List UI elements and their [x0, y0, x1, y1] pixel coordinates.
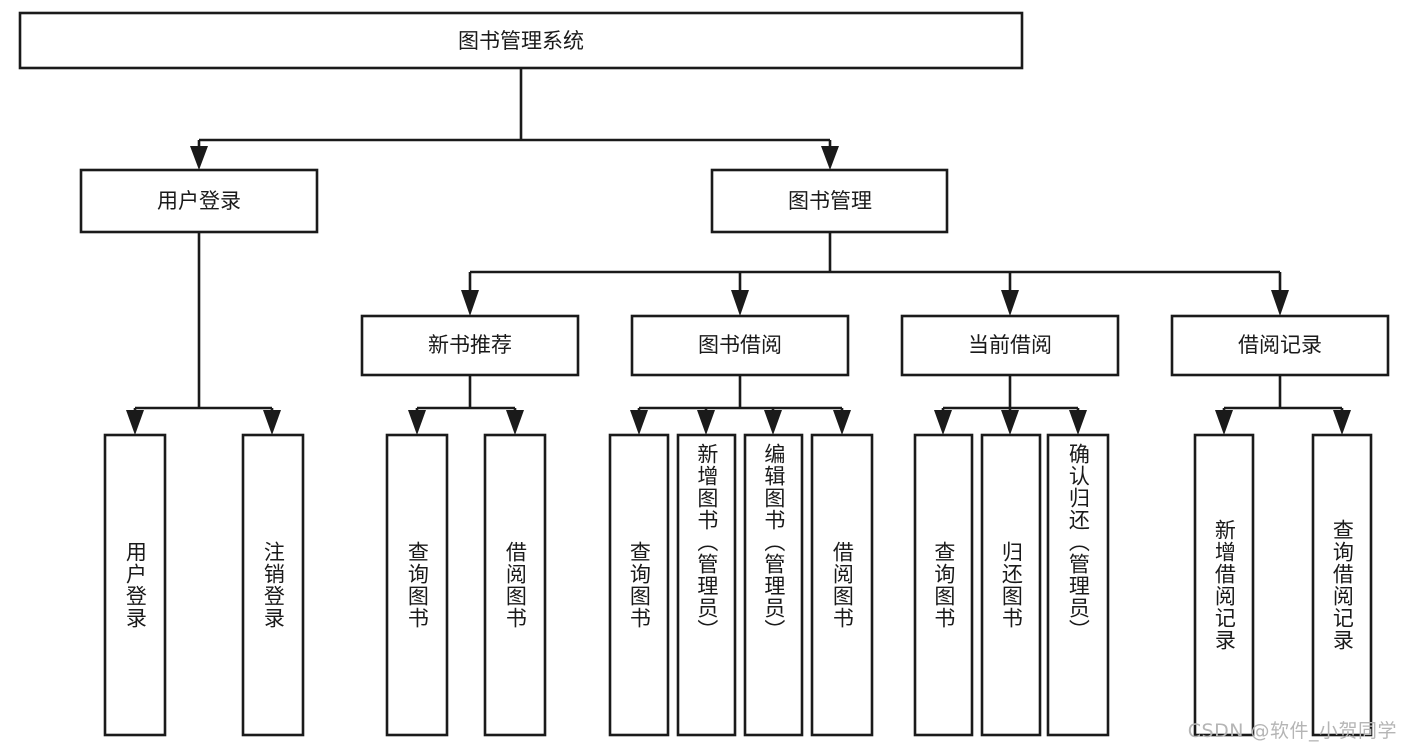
node-current-borrow[interactable]: 当前借阅 [900, 314, 1120, 377]
connector-group-book-borrow [630, 375, 851, 435]
arrow-leaf-add-book-admin [697, 410, 715, 435]
leaf-query-book-rec-rect[interactable] [385, 433, 449, 737]
leaf-confirm-return-admin-rect[interactable] [1046, 433, 1110, 737]
node-root-label: 图书管理系统 [458, 29, 584, 53]
leaf-add-borrow-record-rect[interactable] [1193, 433, 1255, 737]
leaf-logout-rect[interactable] [241, 433, 305, 737]
arrow-borrow-record [1271, 290, 1289, 316]
node-user-login-rect[interactable] [79, 168, 319, 234]
connector-group-current-borrow [934, 375, 1087, 435]
csdn-watermark: CSDN @软件_小贺同学 [1187, 720, 1397, 742]
node-book-borrow[interactable]: 图书借阅 [630, 314, 850, 377]
leaf-borrow-book-rect[interactable] [810, 433, 874, 737]
arrow-new-book-recommend [461, 290, 479, 316]
connector-group-borrow-record [1215, 375, 1351, 435]
node-root[interactable]: 图书管理系统 [18, 11, 1024, 70]
connector-group-root [190, 68, 839, 170]
node-current-borrow-label: 当前借阅 [968, 333, 1052, 357]
node-root-rect[interactable] [18, 11, 1024, 70]
node-book-management-label: 图书管理 [788, 189, 872, 213]
node-new-book-recommend[interactable]: 新书推荐 [360, 314, 580, 377]
arrow-leaf-borrow-book [833, 410, 851, 435]
arrow-leaf-return-book [1001, 410, 1019, 435]
arrow-leaf-logout [263, 410, 281, 435]
node-new-book-recommend-label: 新书推荐 [428, 333, 512, 357]
node-book-borrow-label: 图书借阅 [698, 333, 782, 357]
arrow-book-management [821, 146, 839, 170]
arrow-current-borrow [1001, 290, 1019, 316]
arrow-leaf-confirm-return-admin [1069, 410, 1087, 435]
leaf-add-book-admin-rect[interactable] [676, 433, 737, 737]
leaf-return-book-rect[interactable] [980, 433, 1042, 737]
node-book-management-rect[interactable] [710, 168, 949, 234]
leaf-borrow-book-rec-rect[interactable] [483, 433, 547, 737]
leaf-boxes [103, 433, 1373, 737]
leaf-edit-book-admin-rect[interactable] [743, 433, 804, 737]
leaf-user-login-rect[interactable] [103, 433, 167, 737]
node-borrow-record[interactable]: 借阅记录 [1170, 314, 1390, 377]
leaf-query-book-current-rect[interactable] [913, 433, 974, 737]
leaf-query-book-borrow-rect[interactable] [608, 433, 670, 737]
connector-group-user-login [126, 232, 281, 435]
arrow-leaf-query-book-borrow [630, 410, 648, 435]
node-borrow-record-rect[interactable] [1170, 314, 1390, 377]
node-current-borrow-rect[interactable] [900, 314, 1120, 377]
connector-group-book-management [461, 232, 1289, 316]
arrow-leaf-query-book-rec [408, 410, 426, 435]
node-user-login-label: 用户登录 [157, 189, 241, 213]
arrow-leaf-user-login [126, 410, 144, 435]
arrow-leaf-borrow-book-rec [506, 410, 524, 435]
node-new-book-recommend-rect[interactable] [360, 314, 580, 377]
arrow-leaf-edit-book-admin [764, 410, 782, 435]
node-user-login[interactable]: 用户登录 [79, 168, 319, 234]
node-book-borrow-rect[interactable] [630, 314, 850, 377]
node-book-management[interactable]: 图书管理 [710, 168, 949, 234]
arrow-user-login [190, 146, 208, 170]
arrow-leaf-add-borrow-record [1215, 410, 1233, 435]
arrow-leaf-query-borrow-record [1333, 410, 1351, 435]
connector-group-new-book-recommend [408, 375, 524, 435]
arrow-book-borrow [731, 290, 749, 316]
leaf-query-borrow-record-rect[interactable] [1311, 433, 1373, 737]
arrow-leaf-query-book-current [934, 410, 952, 435]
node-borrow-record-label: 借阅记录 [1238, 333, 1322, 357]
